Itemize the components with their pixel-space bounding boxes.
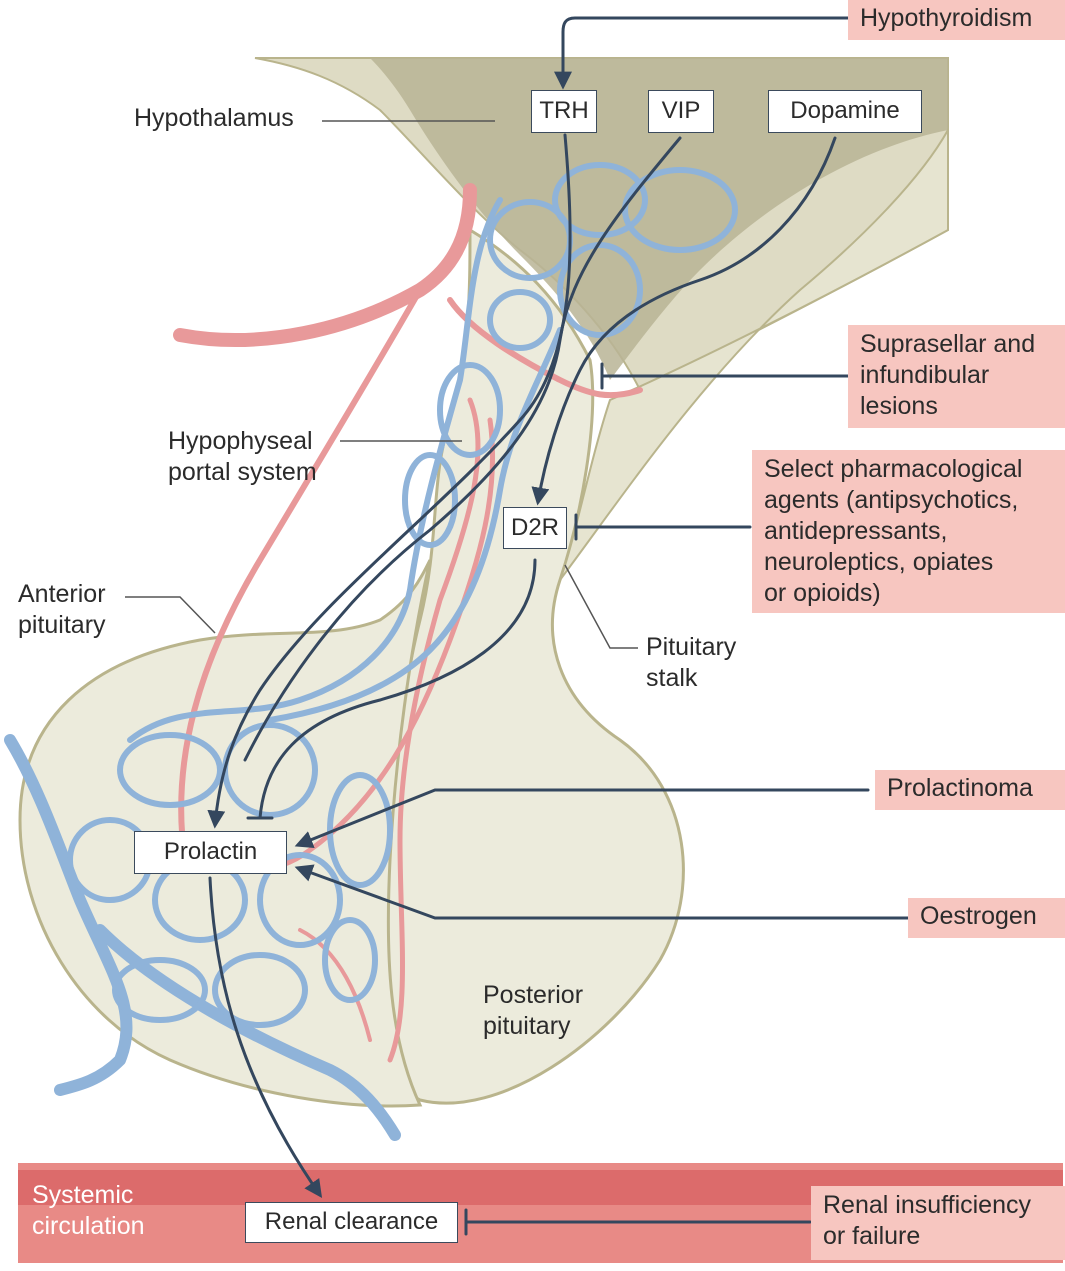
portal-veins: [4, 162, 738, 1141]
pharmacological-agents-factor: Select pharmacological agents (antipsych…: [752, 450, 1065, 613]
anterior-pituitary-label-1: Anterior: [18, 580, 106, 608]
pituitary-stalk-label-2: stalk: [646, 664, 698, 692]
prolactin-node: Prolactin: [134, 831, 287, 874]
renal-line-2: or failure: [823, 1222, 921, 1250]
suprasellar-lesions-factor: Suprasellar and infundibular lesions: [848, 325, 1065, 428]
suprasellar-line-3: lesions: [860, 392, 938, 420]
renal-insufficiency-factor: Renal insufficiency or failure: [811, 1186, 1065, 1260]
oestrogen-arrow: [294, 864, 910, 920]
pituitary-stalk-label-1: Pituitary: [646, 633, 737, 661]
pathway-arrows: [207, 16, 910, 1236]
pharma-line-1: Select pharmacological: [764, 455, 1023, 483]
portal-system-label-1: Hypophyseal: [168, 427, 313, 455]
trh-pathway: [207, 133, 572, 829]
suprasellar-line-2: infundibular: [860, 361, 990, 389]
pharma-line-3: antidepressants,: [764, 517, 948, 545]
trh-node: TRH: [531, 90, 597, 133]
hypothalamus-label: Hypothalamus: [134, 104, 294, 132]
dopamine-to-d2r-arrow: [531, 136, 837, 506]
vip-pathway: [243, 136, 682, 762]
prolactinoma-arrow: [294, 788, 870, 848]
pharma-line-5: or opioids): [764, 579, 881, 607]
posterior-pituitary-label-1: Posterior: [483, 981, 584, 1009]
vip-node: VIP: [648, 90, 714, 133]
posterior-pituitary-label-2: pituitary: [483, 1012, 571, 1040]
leader-lines: [125, 120, 638, 649]
oestrogen-factor: Oestrogen: [908, 898, 1065, 938]
hypothyroidism-factor: Hypothyroidism: [848, 0, 1065, 40]
prolactin-to-renal-arrow: [208, 876, 323, 1198]
renal-line-1: Renal insufficiency: [823, 1191, 1031, 1219]
oestrogen-text: Oestrogen: [920, 902, 1037, 930]
systemic-circulation-label-2: circulation: [32, 1212, 145, 1240]
portal-system-label-2: portal system: [168, 458, 317, 486]
hypothalamus-dark-region: [370, 58, 948, 380]
prolactinoma-text: Prolactinoma: [887, 774, 1033, 802]
hypothyroidism-text: Hypothyroidism: [860, 4, 1033, 32]
suprasellar-line-1: Suprasellar and: [860, 330, 1036, 358]
pharma-line-4: neuroleptics, opiates: [764, 548, 994, 576]
anterior-pituitary-label-2: pituitary: [18, 611, 106, 639]
hypothyroidism-to-trh-arrow: [554, 16, 850, 90]
prolactinoma-factor: Prolactinoma: [875, 770, 1065, 810]
d2r-inhibits-prolactin: [258, 558, 537, 820]
systemic-circulation-label-1: Systemic: [32, 1181, 134, 1209]
pharma-line-2: agents (antipsychotics,: [764, 486, 1019, 514]
dopamine-node: Dopamine: [768, 90, 922, 133]
stalk-right-tissue: [559, 126, 949, 581]
d2r-node: D2R: [503, 507, 567, 549]
renal-clearance-node: Renal clearance: [245, 1202, 458, 1243]
